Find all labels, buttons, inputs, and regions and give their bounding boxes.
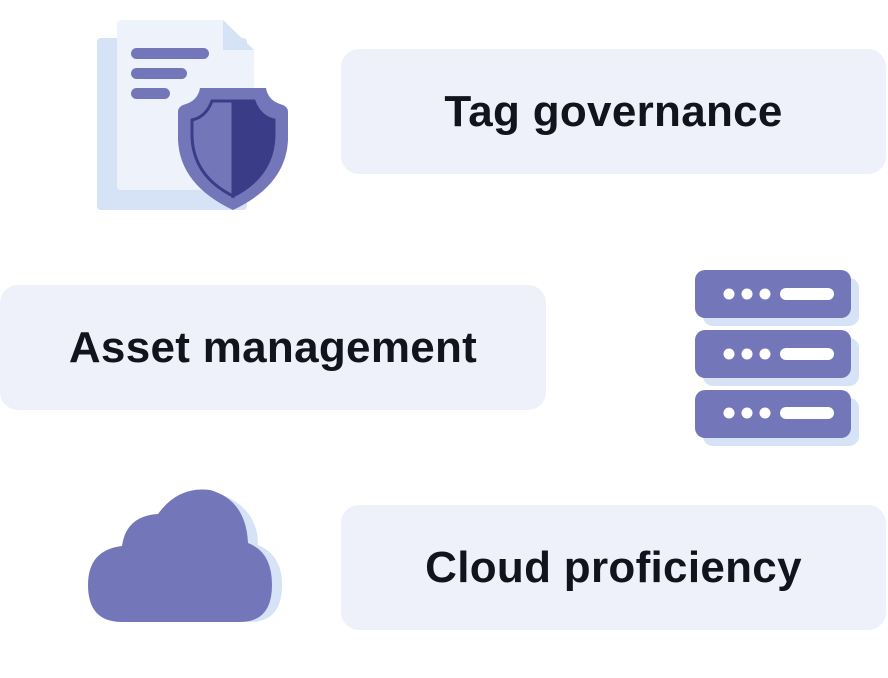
server-stack-icon [695, 270, 859, 446]
document-shield-icon [97, 20, 288, 210]
feature-label: Tag governance [444, 86, 783, 136]
feature-label: Asset management [68, 322, 478, 372]
server-unit [695, 270, 851, 438]
feature-cloud-proficiency: Cloud proficiency [341, 505, 886, 630]
cloud-icon [88, 489, 282, 622]
feature-asset-management: Asset management [0, 285, 546, 410]
feature-tag-governance: Tag governance [341, 49, 886, 174]
feature-label: Cloud proficiency [425, 542, 802, 592]
